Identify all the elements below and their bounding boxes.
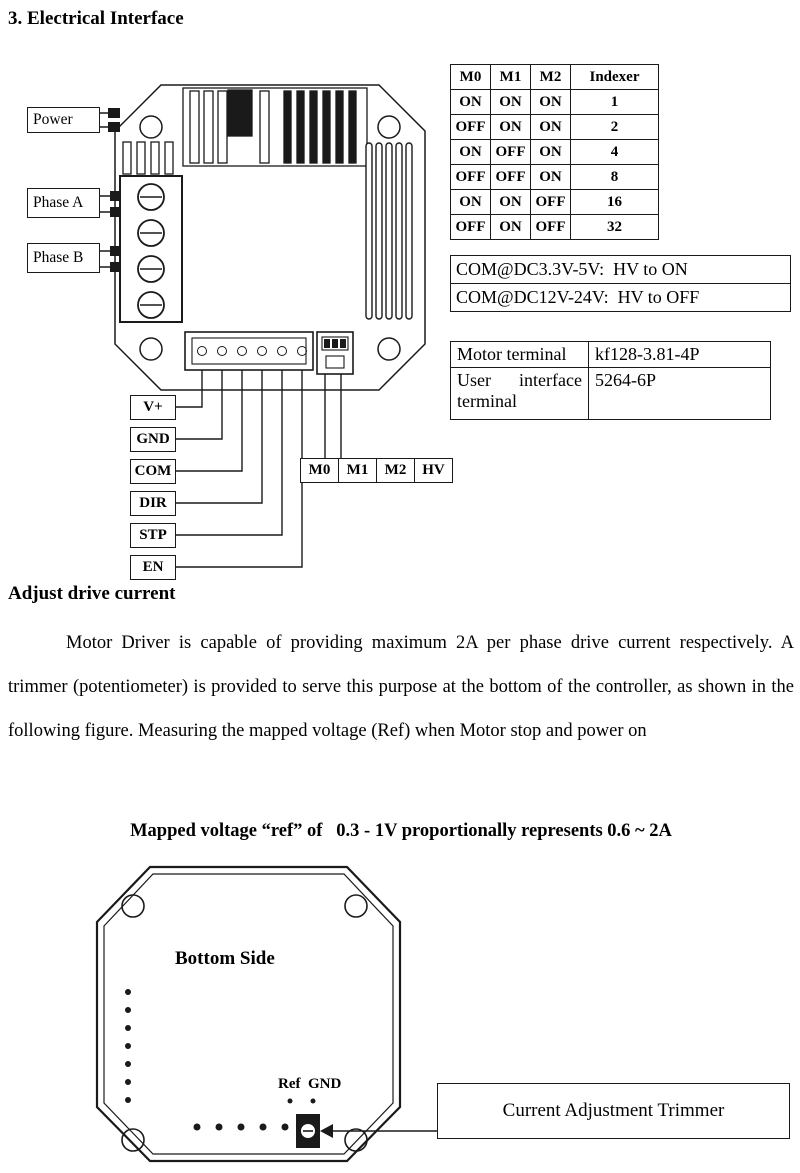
mapped-voltage-note: Mapped voltage “ref” of 0.3 - 1V proport… bbox=[130, 821, 672, 841]
cell: OFF bbox=[530, 189, 571, 215]
subsection-heading: Adjust drive current bbox=[8, 583, 176, 604]
trimmer-icon bbox=[296, 1114, 320, 1148]
com-voltage-notes: COM@DC3.3V-5V: HV to ON COM@DC12V-24V: H… bbox=[450, 255, 791, 312]
mounting-hole bbox=[121, 1128, 145, 1152]
pin-label-com: COM bbox=[130, 459, 176, 484]
indexer-header-row: M0 M1 M2 Indexer bbox=[450, 64, 659, 90]
cell: ON bbox=[490, 214, 531, 240]
cell: ON bbox=[530, 164, 571, 190]
jumper-label-m1: M1 bbox=[338, 458, 377, 483]
terminal-table: Motor terminal kf128-3.81-4P User interf… bbox=[450, 341, 771, 420]
current-adjustment-callout: Current Adjustment Trimmer bbox=[437, 1083, 790, 1139]
table-row: OFF ON ON 2 bbox=[450, 114, 659, 140]
jumper-label-m2: M2 bbox=[376, 458, 415, 483]
terminal-label: Motor terminal bbox=[450, 341, 589, 368]
indexer-header-indexer: Indexer bbox=[570, 64, 659, 90]
driver-bottom-view bbox=[95, 865, 402, 1163]
table-row: ON ON OFF 16 bbox=[450, 189, 659, 215]
indexer-header-m2: M2 bbox=[530, 64, 571, 90]
cell: 4 bbox=[570, 139, 659, 165]
connector-tabs bbox=[108, 108, 120, 272]
driver-outline bbox=[114, 84, 426, 391]
cell: ON bbox=[450, 189, 491, 215]
cell: OFF bbox=[450, 214, 491, 240]
pin-label-vplus: V+ bbox=[130, 395, 176, 420]
cell: 1 bbox=[570, 89, 659, 115]
terminal-label: User interface terminal bbox=[450, 367, 589, 420]
table-row: ON OFF ON 4 bbox=[450, 139, 659, 165]
com-note-2: COM@DC12V-24V: HV to OFF bbox=[450, 283, 791, 312]
table-row: ON ON ON 1 bbox=[450, 89, 659, 115]
cell: ON bbox=[450, 89, 491, 115]
cell: 8 bbox=[570, 164, 659, 190]
section-title: 3. Electrical Interface bbox=[8, 8, 184, 29]
table-row: Motor terminal kf128-3.81-4P bbox=[450, 341, 771, 368]
bottom-outline-outer bbox=[95, 865, 402, 1163]
callout-arrow-icon bbox=[320, 1124, 437, 1138]
cell: ON bbox=[490, 189, 531, 215]
cell: ON bbox=[530, 89, 571, 115]
screw-terminal-block bbox=[119, 175, 183, 323]
pin-label-en: EN bbox=[130, 555, 176, 580]
com-note-1: COM@DC3.3V-5V: HV to ON bbox=[450, 255, 791, 284]
cell: OFF bbox=[490, 139, 531, 165]
heatsink-fins-top-icon bbox=[182, 87, 368, 167]
body-paragraph: Motor Driver is capable of providing max… bbox=[8, 633, 794, 741]
table-row: COM@DC12V-24V: HV to OFF bbox=[450, 283, 791, 312]
cell: ON bbox=[530, 139, 571, 165]
table-row: COM@DC3.3V-5V: HV to ON bbox=[450, 255, 791, 284]
jumper-label-m0: M0 bbox=[300, 458, 339, 483]
cell: OFF bbox=[490, 164, 531, 190]
cell: ON bbox=[490, 89, 531, 115]
mounting-hole bbox=[121, 894, 145, 918]
pin-label-gnd: GND bbox=[130, 427, 176, 452]
bottom-outline-inner bbox=[103, 873, 394, 1155]
table-row: OFF ON OFF 32 bbox=[450, 214, 659, 240]
indexer-header-m1: M1 bbox=[490, 64, 531, 90]
cell: 32 bbox=[570, 214, 659, 240]
cell: ON bbox=[530, 114, 571, 140]
terminal-value: kf128-3.81-4P bbox=[588, 341, 771, 368]
solder-dots-bottom bbox=[193, 1123, 289, 1131]
indexer-table: M0 M1 M2 Indexer ON ON ON 1 OFF ON ON 2 … bbox=[450, 64, 659, 240]
indexer-header-m0: M0 bbox=[450, 64, 491, 90]
heatsink-fins-left-icon bbox=[122, 141, 174, 175]
cell: OFF bbox=[450, 114, 491, 140]
ref-gnd-dots bbox=[287, 1098, 316, 1104]
label-phase-b: Phase B bbox=[27, 243, 100, 273]
mounting-hole bbox=[344, 894, 368, 918]
cell: OFF bbox=[450, 164, 491, 190]
pin-label-stp: STP bbox=[130, 523, 176, 548]
solder-dots-left bbox=[125, 989, 131, 1103]
label-phase-a: Phase A bbox=[27, 188, 100, 218]
driver-top-view bbox=[114, 84, 426, 391]
mounting-hole bbox=[377, 337, 401, 361]
mounting-hole bbox=[139, 337, 163, 361]
heatsink-fins-right-icon bbox=[365, 142, 413, 320]
jumper-block bbox=[316, 331, 354, 375]
table-row: OFF OFF ON 8 bbox=[450, 164, 659, 190]
cell: OFF bbox=[530, 214, 571, 240]
table-row: User interface terminal 5264-6P bbox=[450, 367, 771, 420]
cell: ON bbox=[450, 139, 491, 165]
ref-gnd-label: Ref GND bbox=[278, 1076, 342, 1092]
pin-connector bbox=[184, 331, 314, 371]
label-power: Power bbox=[27, 107, 100, 133]
cell: 16 bbox=[570, 189, 659, 215]
terminal-value: 5264-6P bbox=[588, 367, 771, 420]
mounting-hole bbox=[344, 1128, 368, 1152]
pin-label-dir: DIR bbox=[130, 491, 176, 516]
mounting-hole bbox=[377, 115, 401, 139]
cell: 2 bbox=[570, 114, 659, 140]
cell: ON bbox=[490, 114, 531, 140]
mounting-hole bbox=[139, 115, 163, 139]
jumper-label-hv: HV bbox=[414, 458, 453, 483]
bottom-side-label: Bottom Side bbox=[175, 948, 275, 969]
